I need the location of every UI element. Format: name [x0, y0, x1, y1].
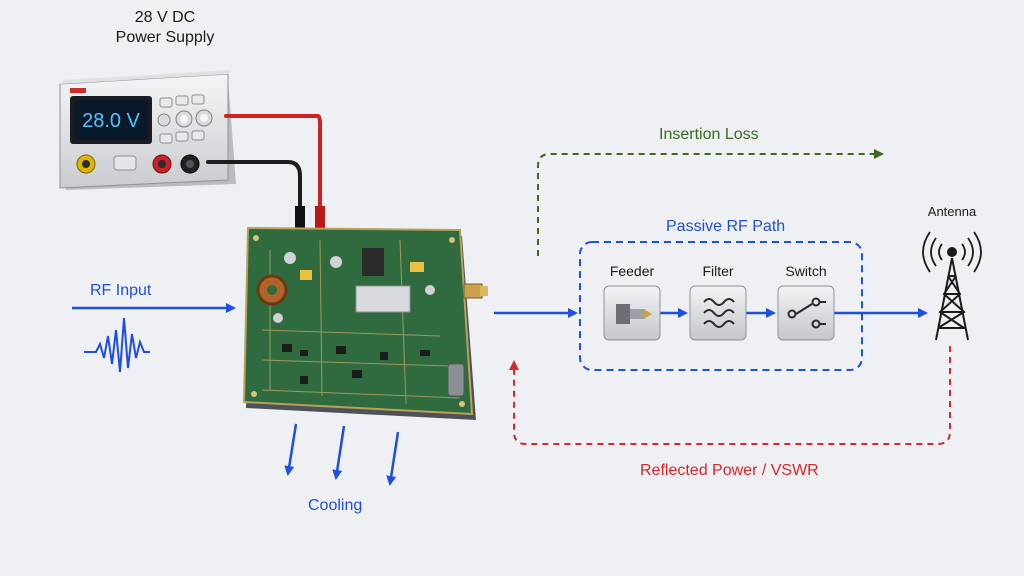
passive-rf-path-box: [579, 241, 863, 371]
feeder-block: [603, 285, 661, 341]
filter-icon: [703, 298, 735, 328]
antenna-signal-waves: [922, 231, 982, 273]
power-supply-logo: [70, 88, 86, 93]
switch-icon: [787, 297, 826, 329]
antenna-tower: [922, 231, 982, 341]
power-supply-terminals: [76, 154, 200, 174]
cooling-arrow-1: [284, 423, 298, 476]
feeder-label: Feeder: [609, 263, 655, 279]
rf-input-label: RF Input: [90, 282, 152, 299]
power-supply-knobs: [157, 109, 213, 128]
power-supply-unit: [59, 70, 236, 190]
cooling-label: Cooling: [308, 497, 363, 514]
reflected-power-label: Reflected Power / VSWR: [640, 462, 819, 479]
filter-block: [689, 285, 747, 341]
power-cables: [206, 114, 325, 230]
passive-rf-path-title: Passive RF Path: [666, 218, 786, 235]
db-connector: [447, 363, 465, 397]
reflected-power-arrow: [509, 346, 951, 445]
power-supply-voltage-readout: 28.0 V: [82, 110, 140, 132]
transistor: [362, 248, 384, 276]
filter-label: Filter: [702, 263, 734, 279]
power-supply-display: [74, 100, 148, 140]
rf-output-connector: [463, 283, 483, 299]
switch-block: [777, 285, 835, 341]
power-module: [355, 285, 411, 313]
power-supply-buttons: [159, 94, 205, 144]
power-supply-title-line1: 28 V DC: [134, 9, 196, 26]
cooling-arrow-2: [332, 425, 346, 480]
rf-input-waveform: [84, 317, 150, 373]
feeder-icon: [616, 304, 652, 324]
amplifier-pcb: [242, 226, 488, 420]
antenna-label: Antenna: [927, 204, 977, 219]
cooling-arrow-3: [386, 431, 400, 486]
cooling-arrows: [284, 423, 400, 486]
switch-label: Switch: [785, 263, 827, 279]
power-supply-title-line2: Power Supply: [115, 29, 215, 46]
insertion-loss-label: Insertion Loss: [659, 126, 759, 143]
insertion-loss-arrow: [537, 149, 884, 256]
power-supply-title: 28 V DC Power Supply: [90, 8, 240, 48]
